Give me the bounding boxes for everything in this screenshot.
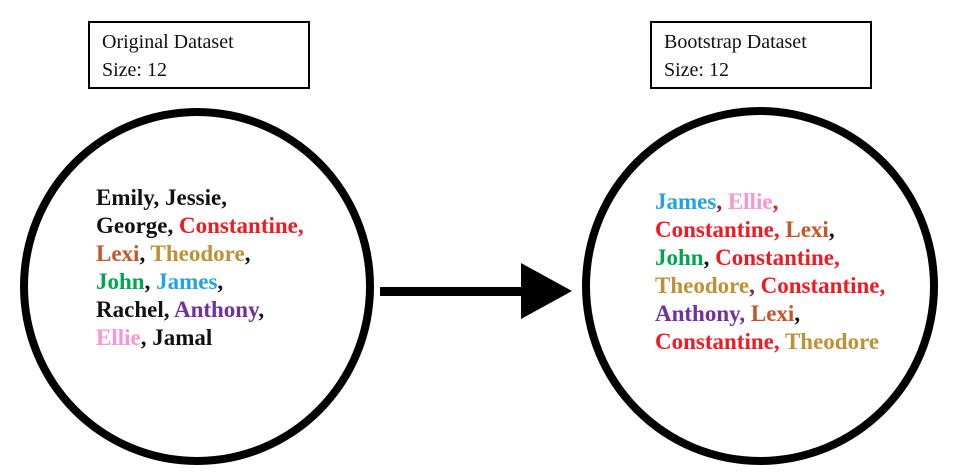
dataset-name: Lexi <box>750 301 795 326</box>
dataset-name: James <box>156 269 218 294</box>
name-line: Lexi, Theodore, <box>96 240 304 268</box>
bootstrap-dataset-label-box: Bootstrap Dataset Size: 12 <box>650 21 872 89</box>
name-line: George, Constantine, <box>96 212 304 240</box>
original-dataset-title: Original Dataset <box>102 31 234 53</box>
bootstrap-dataset-size: Size: 12 <box>664 59 729 82</box>
original-dataset-size: Size: 12 <box>102 59 167 82</box>
separator: , <box>297 213 304 238</box>
dataset-name: Lexi <box>96 241 140 266</box>
dataset-name: Constantine <box>655 217 774 242</box>
name-line: Theodore, Constantine, <box>655 272 885 300</box>
separator: , <box>703 245 716 270</box>
bootstrap-dataset-circle <box>582 107 938 465</box>
name-line: John, Constantine, <box>655 244 885 272</box>
dataset-name: Constantine <box>760 273 880 298</box>
arrow-icon <box>380 287 523 296</box>
dataset-name: John <box>96 269 145 294</box>
name-line: Emily, Jessie, <box>96 184 304 212</box>
name-line: Rachel, Anthony, <box>96 296 304 324</box>
arrow-head-icon <box>521 263 572 319</box>
dataset-name: Anthony <box>173 297 259 322</box>
name-line: Constantine, Theodore <box>655 328 885 356</box>
dataset-name: John <box>655 245 704 270</box>
dataset-name: James <box>655 189 717 214</box>
separator: , <box>772 189 779 214</box>
dataset-name: Lexi <box>785 217 829 242</box>
separator: , <box>749 273 761 298</box>
name-line: James, Ellie, <box>655 188 885 216</box>
separator: , <box>217 269 224 294</box>
name-line: John, James, <box>96 268 304 296</box>
separator: , <box>153 185 166 210</box>
separator: , <box>773 329 785 354</box>
separator: , <box>739 301 751 326</box>
separator: , <box>244 241 251 266</box>
separator: , <box>221 185 227 210</box>
dataset-name: Theodore <box>150 241 245 266</box>
separator: , <box>716 189 728 214</box>
dataset-name: Theodore <box>655 273 750 298</box>
dataset-name: George <box>96 213 168 238</box>
separator: , <box>794 301 801 326</box>
dataset-name: Ellie <box>96 325 141 350</box>
name-line: Constantine, Lexi, <box>655 216 885 244</box>
separator: , <box>833 245 840 270</box>
dataset-name: Jessie <box>165 185 222 210</box>
original-dataset-names: Emily, Jessie,George, Constantine,Lexi, … <box>96 184 304 352</box>
dataset-name: Ellie <box>727 189 773 214</box>
separator: , <box>140 325 153 350</box>
bootstrap-dataset-title: Bootstrap Dataset <box>664 31 807 53</box>
original-dataset-label-box: Original Dataset Size: 12 <box>88 21 310 89</box>
bootstrap-dataset-names: James, Ellie,Constantine, Lexi,John, Con… <box>655 188 885 356</box>
separator: , <box>167 213 180 238</box>
separator: , <box>258 297 265 322</box>
dataset-name: Constantine <box>179 213 298 238</box>
name-line: Anthony, Lexi, <box>655 300 885 328</box>
original-dataset-circle <box>20 108 374 465</box>
dataset-name: Anthony <box>655 301 740 326</box>
dataset-name: Constantine <box>715 245 834 270</box>
separator: , <box>773 217 786 242</box>
name-line: Ellie, Jamal <box>96 324 304 352</box>
separator: , <box>163 297 174 322</box>
dataset-name: Constantine <box>655 329 774 354</box>
separator: , <box>828 217 835 242</box>
separator: , <box>139 241 151 266</box>
dataset-name: Rachel <box>96 297 164 322</box>
dataset-name: Jamal <box>152 325 213 350</box>
dataset-name: Emily <box>96 185 154 210</box>
dataset-name: Theodore <box>784 329 880 354</box>
separator: , <box>144 269 157 294</box>
separator: , <box>879 273 886 298</box>
